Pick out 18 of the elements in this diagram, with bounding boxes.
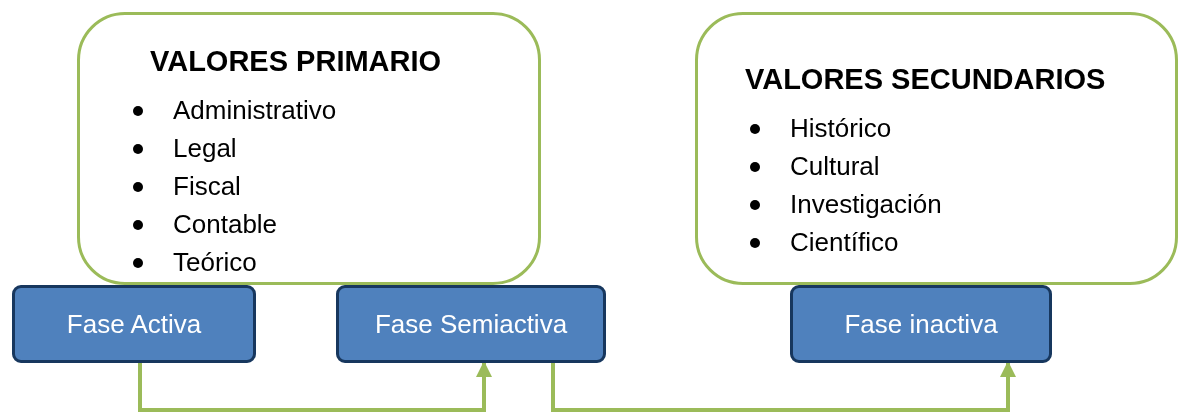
list-item: Fiscal <box>173 171 241 201</box>
box-heading: VALORES SECUNDARIOS <box>745 63 1106 96</box>
box-heading: VALORES PRIMARIO <box>150 45 442 78</box>
phase-box: Fase inactiva <box>790 285 1052 363</box>
rounded-box <box>695 12 1178 285</box>
list-item: Teórico <box>173 247 257 277</box>
list-item: Científico <box>790 227 899 257</box>
list-item: Investigación <box>790 189 942 219</box>
phase-box: Fase Activa <box>12 285 256 363</box>
list-item: Legal <box>173 133 237 163</box>
list-item: Histórico <box>790 113 892 143</box>
rounded-box <box>77 12 541 285</box>
list-item: Contable <box>173 209 278 239</box>
connector-arrow <box>138 361 492 412</box>
list-item: Administrativo <box>173 95 337 125</box>
phase-box: Fase Semiactiva <box>336 285 606 363</box>
connector-arrow <box>551 361 1016 412</box>
list-item: Cultural <box>790 151 880 181</box>
